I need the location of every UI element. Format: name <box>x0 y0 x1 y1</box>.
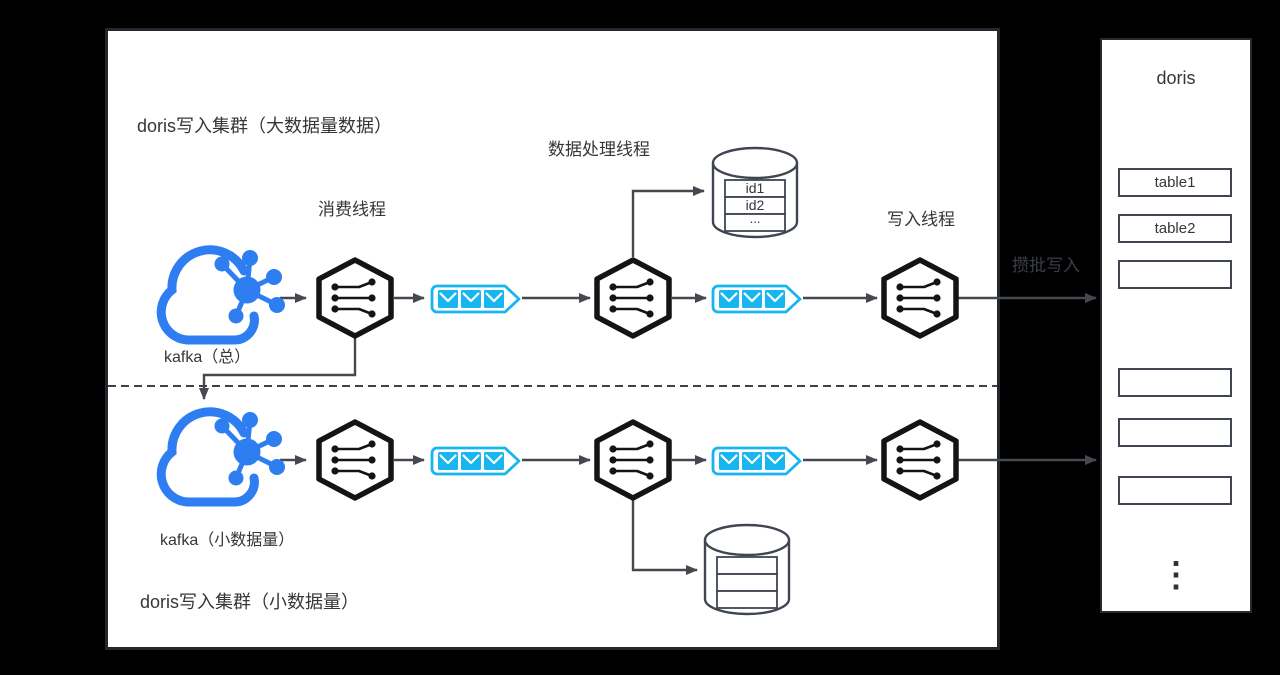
processing-node-icon <box>597 260 669 336</box>
message-queue-icon <box>430 446 521 476</box>
doris-table-box <box>1118 418 1232 447</box>
id-row-label: id1 <box>745 180 765 196</box>
consumer-thread-label: 消费线程 <box>318 200 386 219</box>
small-database-icon <box>703 523 791 616</box>
message-queue-icon <box>711 284 802 314</box>
id-row-label: ... <box>749 211 761 226</box>
write-node-icon <box>884 422 956 498</box>
processing-thread-label: 数据处理线程 <box>548 140 650 159</box>
kafka-cloud-icon <box>161 412 285 502</box>
batch-write-label: 攒批写入 <box>1012 256 1080 275</box>
kafka-small-label: kafka（小数据量） <box>160 532 295 549</box>
consumer-node-icon <box>319 260 391 336</box>
more-tables-ellipsis: ⋮ <box>1159 556 1193 594</box>
id-db-arrow <box>631 186 705 257</box>
doris-panel-title: doris <box>1156 68 1196 88</box>
doris-table-box <box>1118 260 1232 289</box>
doris-panel: doris table1 table2 ⋮ <box>1100 38 1252 613</box>
kafka-main-label: kafka（总） <box>164 349 251 366</box>
processing-node-icon <box>597 422 669 498</box>
doris-table-box: table1 <box>1118 168 1232 197</box>
cluster-title-large: doris写入集群（大数据量数据） <box>137 116 393 136</box>
cluster-title-small: doris写入集群（小数据量） <box>140 592 360 612</box>
write-node-icon <box>884 260 956 336</box>
doris-table-box: table2 <box>1118 214 1232 243</box>
doris-table-box <box>1118 368 1232 397</box>
message-queue-icon <box>711 446 802 476</box>
main-cluster-box <box>105 28 1000 650</box>
message-queue-icon <box>430 284 521 314</box>
write-thread-label: 写入线程 <box>887 210 955 229</box>
kafka-cloud-icon <box>161 250 285 340</box>
small-db-arrow <box>631 498 698 575</box>
consumer-node-icon <box>319 422 391 498</box>
id-row-label: id2 <box>745 197 765 213</box>
doris-table-box <box>1118 476 1232 505</box>
flow-arrows <box>199 186 1097 575</box>
